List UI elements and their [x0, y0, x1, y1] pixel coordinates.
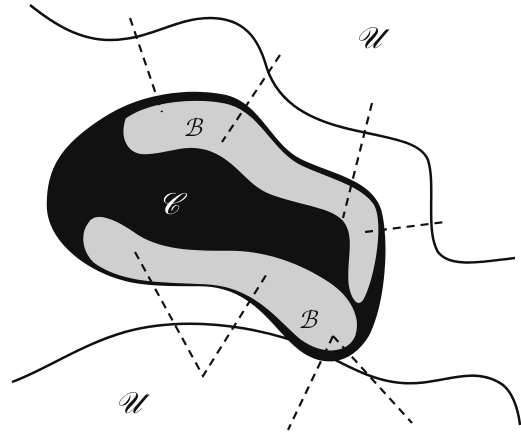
boundary-band-upper: [122, 99, 380, 305]
boundary-band-lower: [81, 215, 359, 352]
dashed-line-2: [221, 54, 281, 143]
dashed-line-3: [341, 102, 374, 219]
upper-boundary-curve: [29, 4, 516, 264]
dashed-line-7: [332, 335, 413, 424]
partition-lines: [128, 17, 446, 431]
lower-boundary-curve: [11, 322, 521, 426]
dashed-line-5: [134, 251, 269, 379]
dashed-line-1: [128, 17, 164, 113]
universe-label-top: 𝒰: [355, 21, 390, 56]
boundary-label-top: ℬ: [183, 114, 204, 142]
boundary-label-bottom: ℬ: [298, 306, 319, 334]
dashed-line-6: [287, 335, 334, 431]
universe-label-bottom: 𝒰: [115, 386, 150, 421]
